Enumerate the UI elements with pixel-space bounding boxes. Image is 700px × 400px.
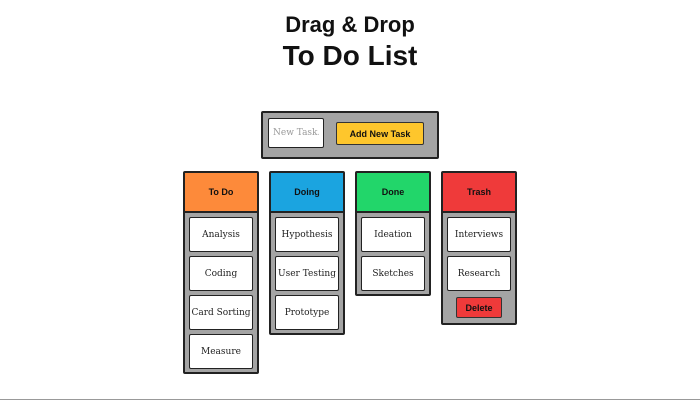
column-done: Done Ideation Sketches — [355, 171, 431, 296]
task-card[interactable]: Research — [447, 256, 511, 291]
new-task-input[interactable] — [268, 118, 324, 148]
column-body-todo: Analysis Coding Card Sorting Measure — [185, 217, 257, 372]
column-header-done: Done — [357, 173, 429, 213]
column-header-doing: Doing — [271, 173, 343, 213]
column-header-trash: Trash — [443, 173, 515, 213]
delete-button[interactable]: Delete — [456, 297, 502, 318]
task-card[interactable]: Ideation — [361, 217, 425, 252]
column-header-todo: To Do — [185, 173, 257, 213]
add-new-task-button[interactable]: Add New Task — [336, 122, 424, 145]
task-card[interactable]: Card Sorting — [189, 295, 253, 330]
task-card[interactable]: Measure — [189, 334, 253, 369]
task-card[interactable]: User Testing — [275, 256, 339, 291]
task-card[interactable]: Coding — [189, 256, 253, 291]
task-card[interactable]: Analysis — [189, 217, 253, 252]
column-todo: To Do Analysis Coding Card Sorting Measu… — [183, 171, 259, 374]
task-card[interactable]: Interviews — [447, 217, 511, 252]
column-body-done: Ideation Sketches — [357, 217, 429, 294]
column-body-doing: Hypothesis User Testing Prototype — [271, 217, 343, 333]
task-card[interactable]: Prototype — [275, 295, 339, 330]
column-doing: Doing Hypothesis User Testing Prototype — [269, 171, 345, 335]
page-title: To Do List — [282, 40, 418, 71]
task-card[interactable]: Hypothesis — [275, 217, 339, 252]
column-trash: Trash Interviews Research Delete — [441, 171, 517, 325]
task-card[interactable]: Sketches — [361, 256, 425, 291]
page-subtitle: Drag & Drop — [285, 12, 415, 37]
add-task-panel: Add New Task — [261, 111, 439, 159]
column-body-trash: Interviews Research Delete — [443, 217, 515, 323]
